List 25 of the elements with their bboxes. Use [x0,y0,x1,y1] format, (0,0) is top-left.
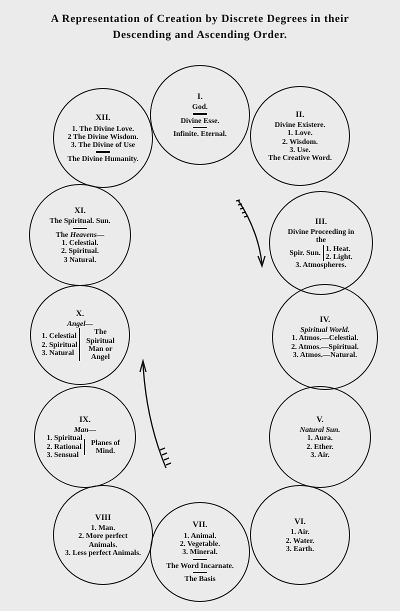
roman-numeral: V. [316,414,324,424]
roman-numeral: XII. [96,113,110,123]
roman-numeral: VIII [94,512,112,522]
roman-numeral: IV. [320,314,330,324]
circle-node [150,65,250,165]
roman-numeral: IX. [79,414,91,424]
circle-node [29,184,131,286]
roman-numeral: I. [197,92,203,101]
roman-numeral: X. [76,308,84,318]
circle-node [250,86,350,186]
roman-numeral: II. [296,110,304,120]
title: A Representation of Creation by Discrete Degrees in their Descending and Ascending Order. [50,12,350,43]
circle-node [269,386,371,488]
roman-numeral: VI. [294,516,306,526]
circle-node [53,485,153,585]
circle-node [269,191,373,295]
circle-node [150,502,250,602]
circle-node [30,285,130,385]
circle-node [250,485,350,585]
circle-node [53,88,153,188]
roman-numeral: XI. [74,206,86,216]
circle-node [272,284,378,390]
roman-numeral: VII. [192,520,208,530]
roman-numeral: III. [314,216,328,226]
circle-node [34,386,136,488]
